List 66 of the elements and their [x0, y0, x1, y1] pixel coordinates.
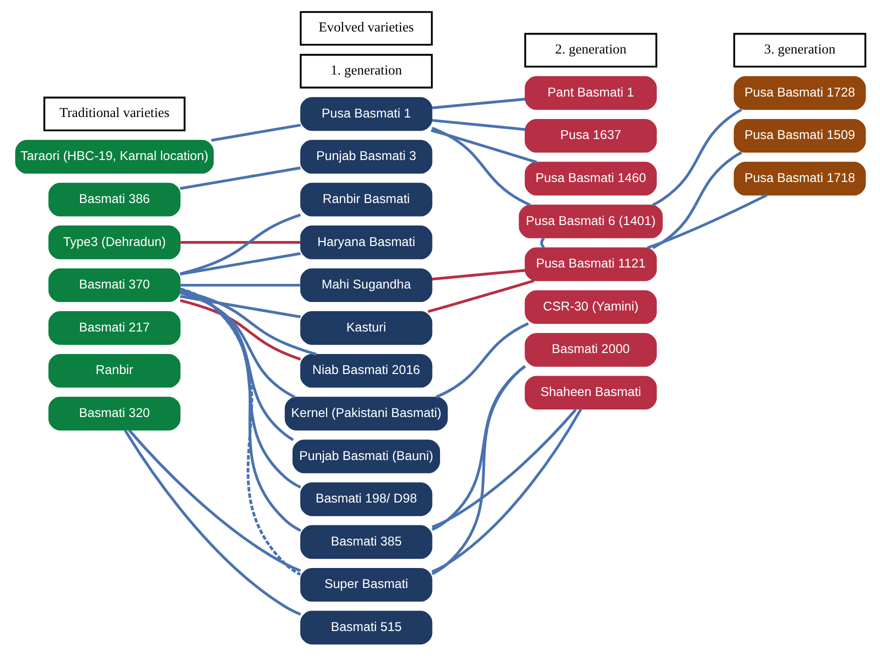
- node-box: Basmati 385: [300, 525, 432, 559]
- connector: [179, 299, 300, 361]
- node-box: Pusa Basmati 1728: [733, 76, 866, 110]
- connector: [540, 237, 544, 248]
- connector: [431, 408, 582, 573]
- node-box: Kernel (Pakistani Basmati): [284, 396, 448, 430]
- connector: [123, 430, 301, 616]
- node-box: Basmati 386: [48, 182, 180, 216]
- label: 2. generation: [554, 41, 626, 56]
- connector: [179, 252, 300, 276]
- node-box: Basmati 217: [48, 311, 180, 345]
- connector: [180, 241, 300, 244]
- connector: [431, 365, 526, 531]
- node-box: Pusa Basmati 6 (1401): [518, 204, 662, 238]
- connector: [430, 129, 537, 164]
- label: Evolved varieties: [318, 20, 414, 35]
- node-box: CSR-30 (Yamini): [524, 290, 656, 324]
- connector: [646, 194, 767, 250]
- node-box: Shaheen Basmati: [524, 376, 656, 410]
- connector: [179, 291, 295, 398]
- node-box: Haryana Basmati: [300, 226, 432, 260]
- node-box: Pusa 1637: [524, 118, 656, 153]
- node-box: Basmati 320: [48, 396, 180, 430]
- connector: [431, 126, 530, 206]
- node-box: Punjab Basmati 3: [300, 140, 432, 174]
- node-box: Pusa Basmati 1718: [733, 162, 866, 196]
- node-box: Basmati 198/ D98: [300, 482, 432, 516]
- node-box: Mahi Sugandha: [300, 268, 432, 302]
- node-box: Basmati 2000: [524, 333, 656, 367]
- node-box: Niab Basmati 2016: [300, 354, 432, 388]
- connector: [179, 166, 300, 190]
- node-box: Pusa Basmati 1: [300, 97, 432, 131]
- connector: [431, 408, 576, 528]
- node-box: Pusa Basmati 1121: [524, 247, 656, 282]
- label: 1. generation: [330, 62, 402, 78]
- connector: [431, 118, 525, 131]
- node-box: Basmati 370: [48, 268, 180, 302]
- node-box: Basmati 515: [300, 610, 432, 644]
- node-box: Super Basmati: [300, 568, 432, 602]
- node-box: Ranbir: [48, 354, 180, 388]
- node-box: Taraori (HBC-19, Karnal location): [14, 140, 214, 174]
- connector: [652, 108, 742, 206]
- connector: [179, 290, 294, 442]
- connector: [179, 288, 301, 532]
- connector: [210, 124, 300, 142]
- connector: [435, 322, 528, 398]
- connector: [652, 151, 742, 250]
- connector: [427, 279, 534, 313]
- connector: [431, 365, 526, 576]
- node-box: Type3 (Dehradun): [48, 226, 180, 260]
- connector: [179, 294, 300, 318]
- node-box: Kasturi: [300, 311, 432, 345]
- node-box: Pusa Basmati 1509: [733, 118, 866, 153]
- connector: [179, 214, 300, 276]
- node-box: Punjab Basmati (Bauni): [292, 440, 440, 474]
- connector: [180, 284, 300, 287]
- connector: [128, 429, 300, 572]
- label: 3. generation: [764, 41, 835, 56]
- connector: [179, 288, 301, 489]
- connector: [431, 98, 525, 110]
- node-box: Pant Basmati 1: [524, 76, 656, 110]
- connector: [431, 269, 525, 280]
- node-box: Pusa Basmati 1460: [524, 162, 656, 196]
- node-box: Ranbir Basmati: [300, 182, 432, 216]
- connector: [179, 288, 301, 576]
- label: Traditional varieties: [59, 105, 169, 120]
